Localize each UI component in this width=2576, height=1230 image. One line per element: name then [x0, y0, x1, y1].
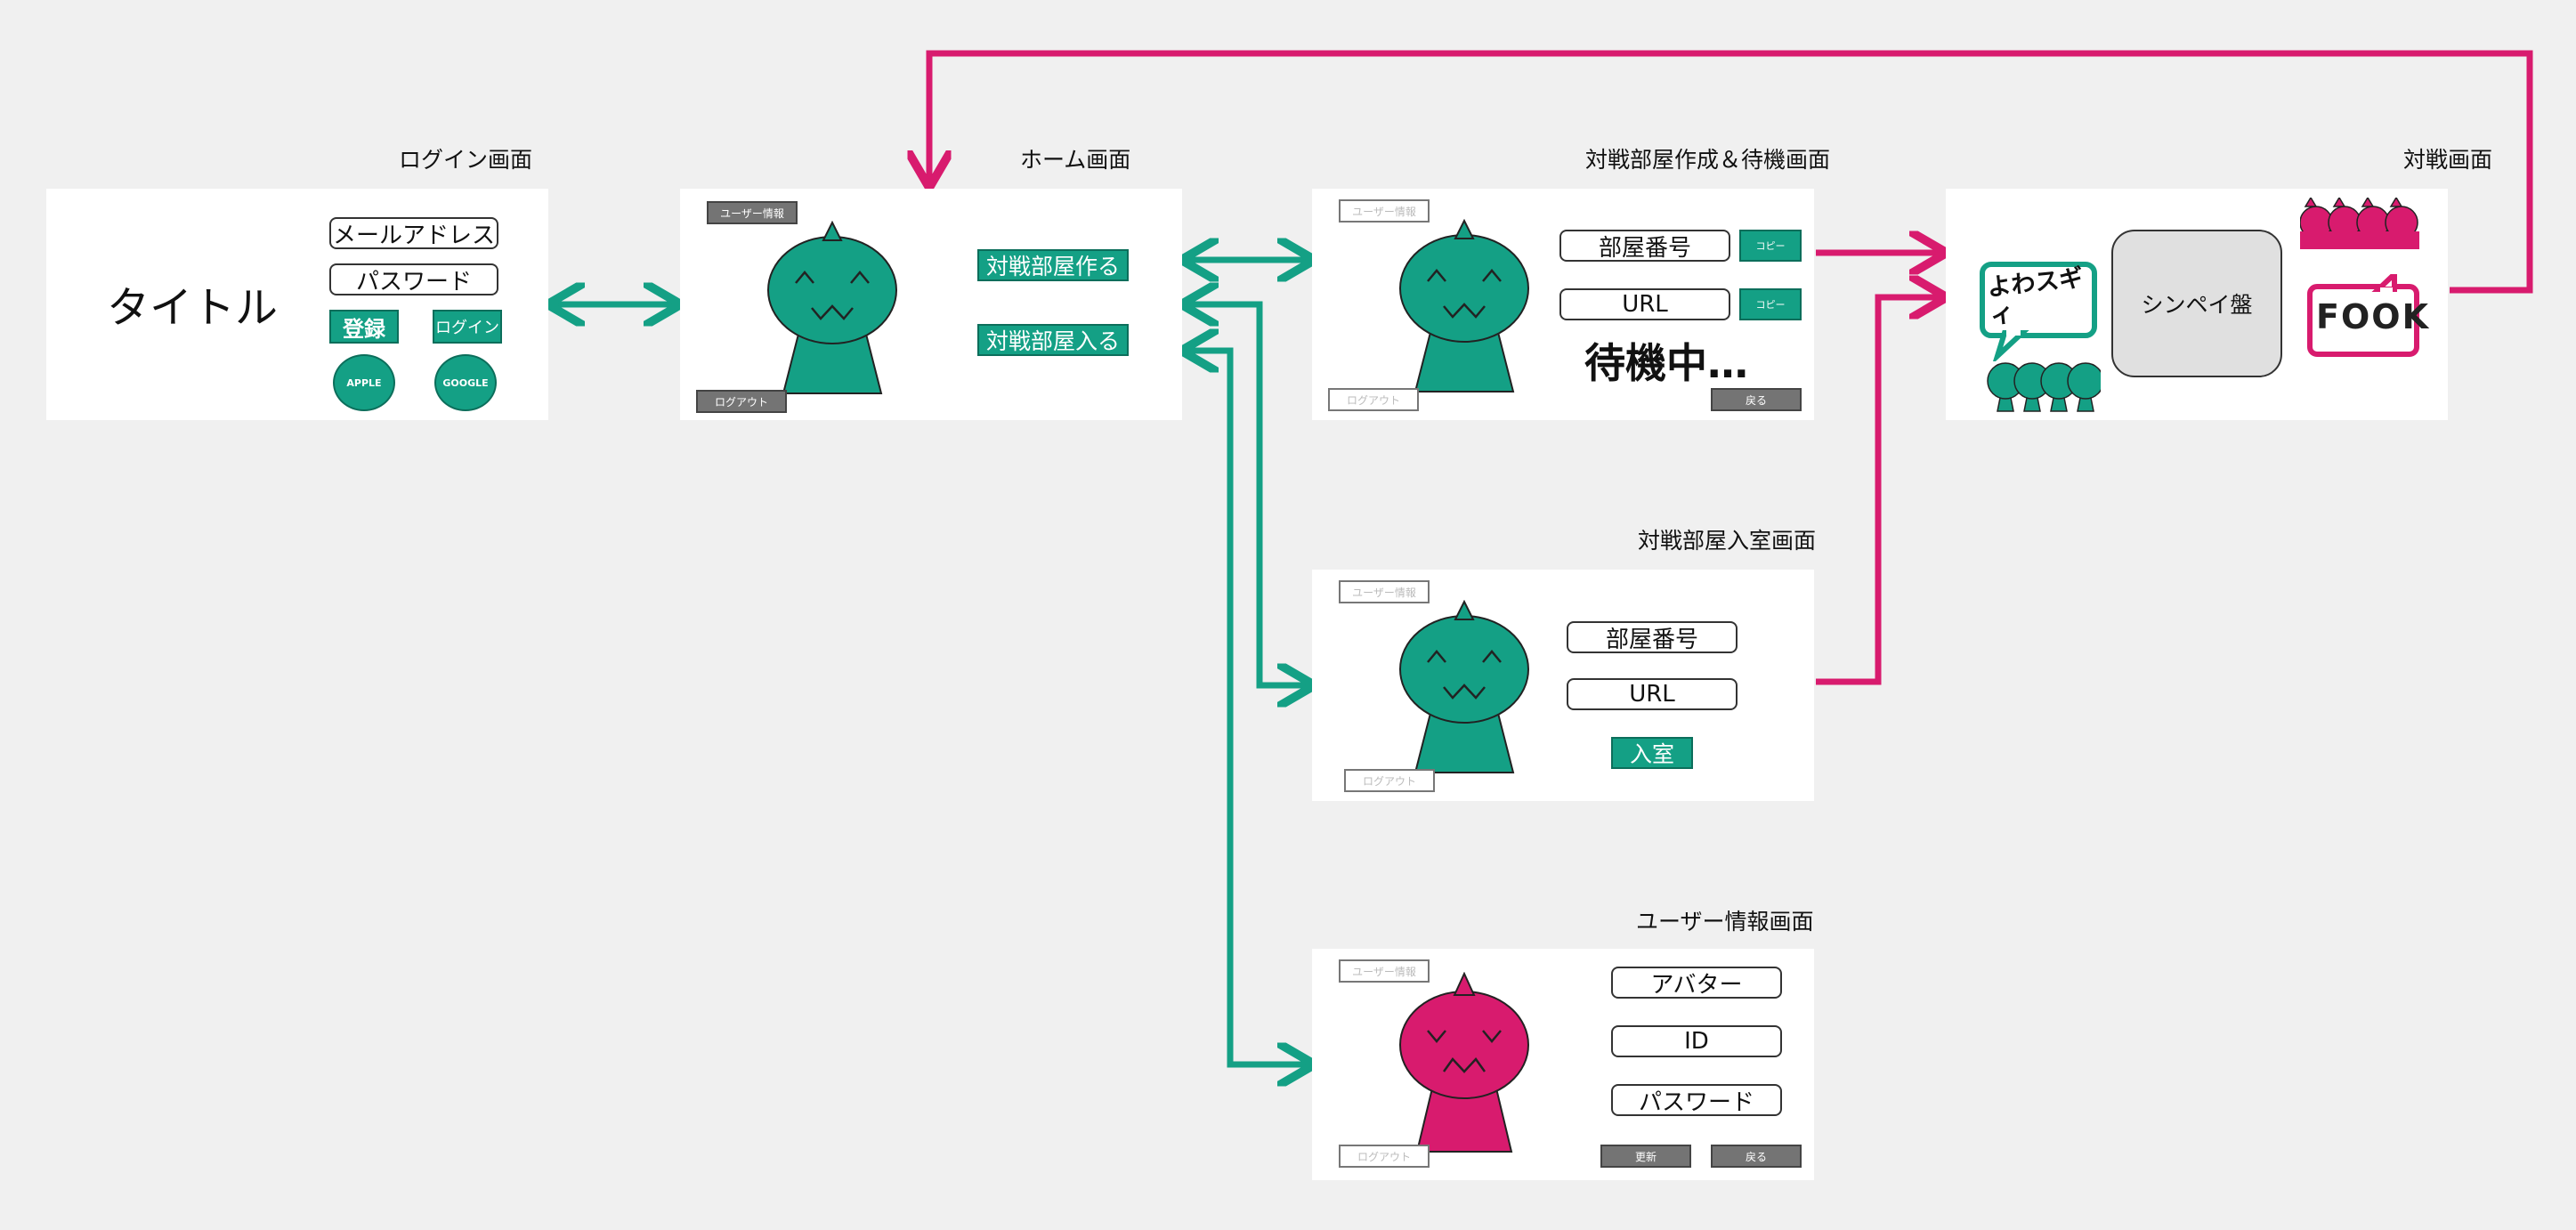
- battle-screen: よわスギィ シンペイ盤 FOOK: [1946, 189, 2448, 420]
- user-info-button[interactable]: ユーザー情報: [1339, 199, 1430, 223]
- app-title: タイトル: [107, 283, 279, 333]
- id-field[interactable]: ID: [1611, 1025, 1782, 1057]
- logout-button[interactable]: ログアウト: [1344, 769, 1435, 792]
- user-info-button[interactable]: ユーザー情報: [707, 201, 798, 224]
- back-button[interactable]: 戻る: [1711, 388, 1802, 411]
- create-wait-screen: ユーザー情報 部屋番号 コピー URL コピー 待機中… ログアウト 戻る: [1312, 189, 1814, 420]
- join-room-screen-title: 対戦部屋入室画面: [1638, 528, 1817, 554]
- green-mascot-icon: [767, 221, 897, 394]
- arrow-join-battle: [1816, 297, 1940, 685]
- login-button[interactable]: ログイン: [433, 310, 502, 344]
- login-screen: タイトル メールアドレス パスワード 登録 ログイン APPLE GOOGLE: [46, 189, 548, 420]
- green-minions-icon: [1987, 362, 2101, 412]
- user-info-button[interactable]: ユーザー情報: [1339, 580, 1430, 603]
- back-button[interactable]: 戻る: [1711, 1145, 1802, 1168]
- url-field[interactable]: URL: [1567, 678, 1738, 710]
- green-mascot-icon: [1399, 600, 1529, 773]
- logout-button[interactable]: ログアウト: [696, 390, 787, 413]
- arrow-home-join: [1187, 304, 1308, 685]
- copy-url-button[interactable]: コピー: [1739, 288, 1802, 320]
- game-board[interactable]: シンペイ盤: [2111, 230, 2282, 377]
- create-wait-screen-title: 対戦部屋作成＆待機画面: [1585, 147, 1831, 173]
- green-mascot-icon: [1399, 219, 1529, 392]
- logout-button[interactable]: ログアウト: [1339, 1145, 1430, 1168]
- magenta-mascot-icon: [1399, 972, 1529, 1153]
- apple-login-button[interactable]: APPLE: [333, 354, 395, 411]
- email-field[interactable]: メールアドレス: [329, 217, 498, 249]
- home-screen: ユーザー情報 対戦部屋作る 対戦部屋入る ログアウト: [680, 189, 1182, 420]
- password-field[interactable]: パスワード: [329, 263, 498, 295]
- speech-bubble-left-icon: [1980, 262, 2097, 361]
- register-button[interactable]: 登録: [329, 310, 399, 344]
- user-info-screen-title: ユーザー情報画面: [1636, 909, 1814, 935]
- arrow-battle-home: [929, 50, 2533, 294]
- join-room-screen: ユーザー情報 部屋番号 URL 入室 ログアウト: [1312, 570, 1814, 801]
- google-login-button[interactable]: GOOGLE: [434, 354, 497, 411]
- user-info-screen: ユーザー情報 アバター ID パスワード 更新 戻る ログアウト: [1312, 949, 1814, 1180]
- update-button[interactable]: 更新: [1600, 1145, 1691, 1168]
- battle-screen-title: 対戦画面: [2403, 147, 2493, 173]
- magenta-minions-icon: [2300, 198, 2419, 249]
- speech-bubble-left-text: よわスギィ: [1986, 264, 2085, 329]
- login-screen-title: ログイン画面: [399, 147, 533, 173]
- room-number-field[interactable]: 部屋番号: [1567, 621, 1738, 653]
- url-field[interactable]: URL: [1559, 288, 1730, 320]
- waiting-label: 待機中…: [1584, 339, 1748, 387]
- avatar-field[interactable]: アバター: [1611, 967, 1782, 999]
- logout-button[interactable]: ログアウト: [1328, 388, 1419, 411]
- create-room-button[interactable]: 対戦部屋作る: [977, 249, 1129, 281]
- enter-room-button[interactable]: 入室: [1611, 737, 1693, 769]
- home-screen-title: ホーム画面: [1020, 147, 1131, 173]
- join-room-button[interactable]: 対戦部屋入る: [977, 324, 1129, 356]
- speech-bubble-right-icon: [2307, 274, 2419, 357]
- room-number-field[interactable]: 部屋番号: [1559, 230, 1730, 262]
- user-info-button[interactable]: ユーザー情報: [1339, 959, 1430, 983]
- copy-room-number-button[interactable]: コピー: [1739, 230, 1802, 262]
- arrow-home-userinfo: [1187, 351, 1308, 1064]
- password-field[interactable]: パスワード: [1611, 1084, 1782, 1116]
- speech-bubble-right-text: FOOK: [2316, 297, 2431, 336]
